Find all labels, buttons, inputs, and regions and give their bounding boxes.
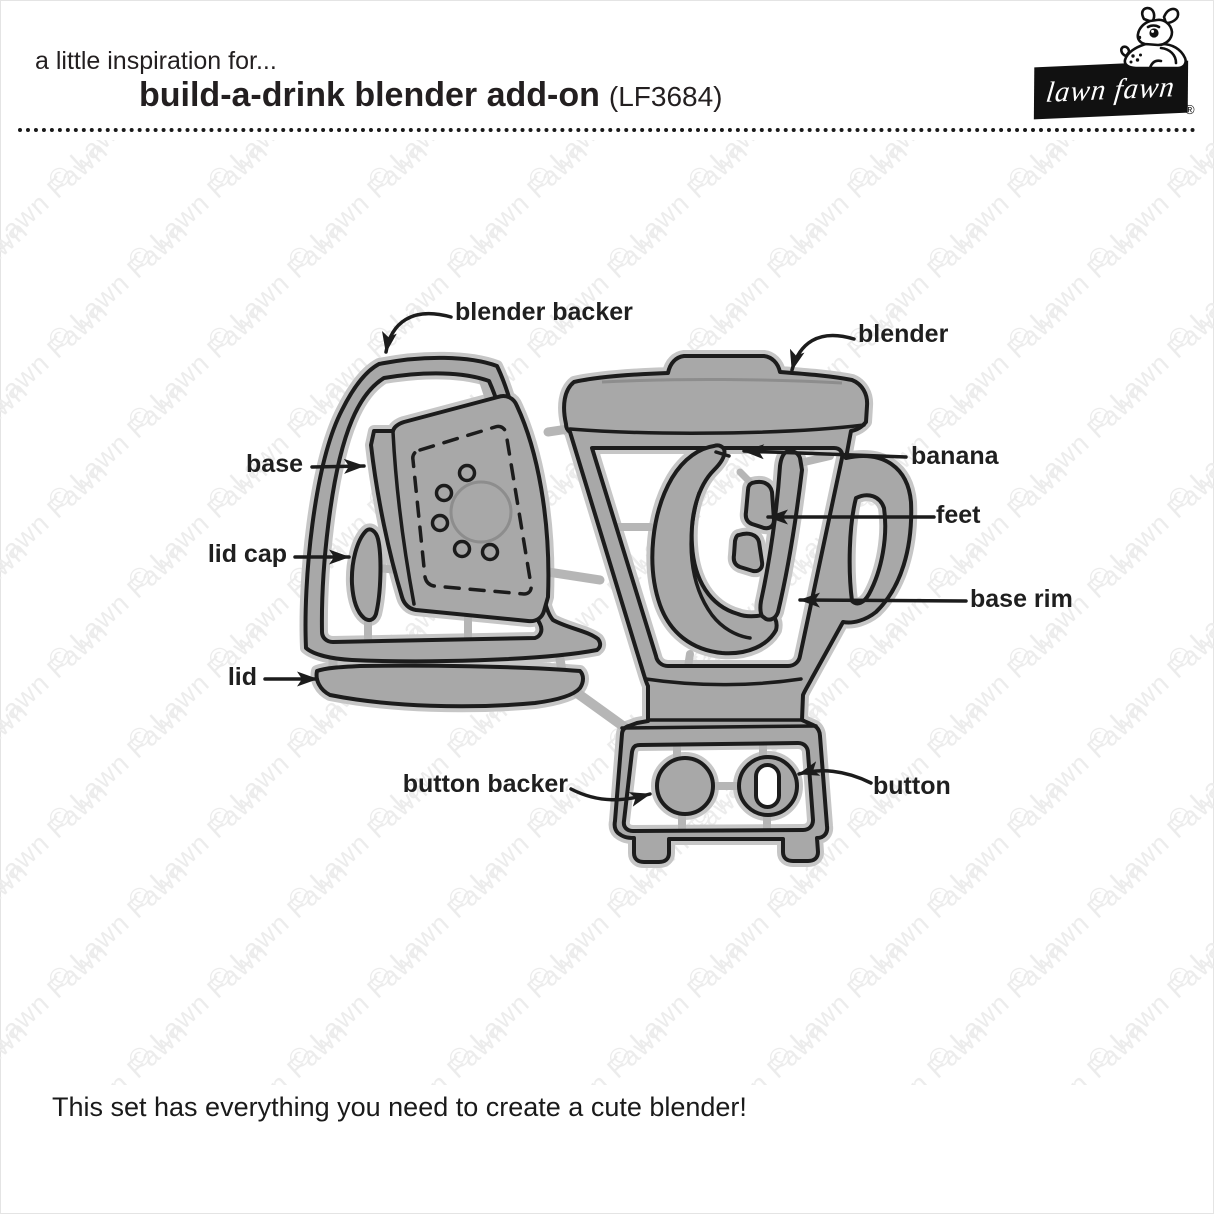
dotted-divider	[18, 128, 1196, 132]
arrow-button-backer	[569, 787, 652, 807]
arrow-button	[797, 761, 873, 785]
leader-arrows	[263, 311, 968, 807]
label-blender: blender	[858, 320, 949, 348]
footer-caption: This set has everything you need to crea…	[52, 1092, 747, 1122]
product-code: (LF3684)	[608, 81, 723, 112]
label-base: base	[246, 450, 303, 478]
fawn-icon	[1120, 6, 1187, 70]
blender-die	[562, 354, 914, 864]
arrow-base-rim	[798, 592, 968, 608]
tagline: a little inspiration for...	[35, 47, 277, 75]
arrow-banana	[742, 444, 908, 460]
label-feet: feet	[936, 501, 981, 529]
label-button-backer: button backer	[402, 770, 568, 798]
base-die	[369, 394, 551, 624]
feet-die	[731, 479, 776, 574]
page-title: build-a-drink blender add-on (LF3684)	[139, 76, 723, 115]
label-lid-cap: lid cap	[207, 540, 287, 568]
label-button: button	[873, 772, 951, 800]
label-lid: lid	[227, 663, 257, 691]
registered-mark: ®	[1185, 102, 1195, 117]
lid-cap-die	[349, 527, 383, 623]
title-text: build-a-drink blender add-on	[139, 76, 600, 114]
arrow-blender-backer	[382, 311, 453, 354]
label-blender-backer: blender backer	[455, 298, 633, 326]
label-base-rim: base rim	[970, 585, 1073, 613]
button-die	[737, 755, 799, 817]
base-rim-die	[758, 449, 804, 622]
arrow-base	[310, 458, 366, 474]
arrow-blender	[789, 333, 856, 372]
button-backer-die	[655, 756, 715, 816]
lid-die	[314, 663, 585, 709]
lawn-fawn-logo: lawn fawn ®	[1028, 4, 1208, 134]
label-banana: banana	[911, 442, 999, 470]
